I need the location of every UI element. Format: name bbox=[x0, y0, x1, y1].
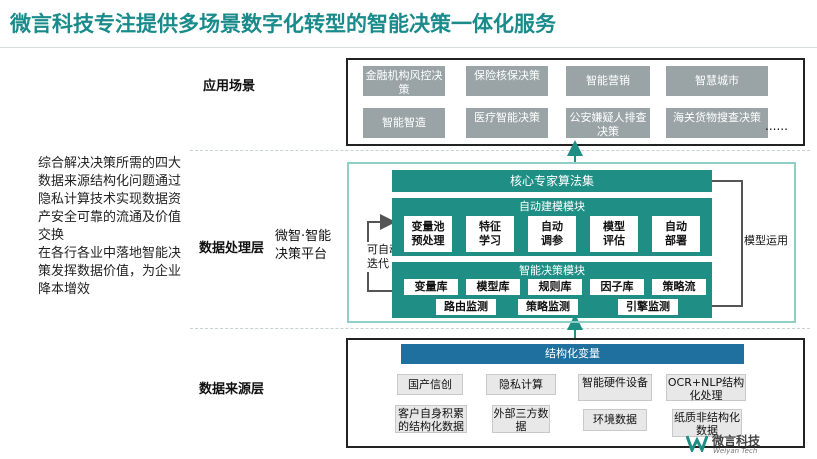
summary-paragraph-2: 在各行各业中落地智能决策发挥数据价值，为企业降本增效 bbox=[38, 246, 182, 297]
source-data-3: 环境数据 bbox=[583, 409, 647, 431]
app-tile-3: 智能营销 bbox=[566, 66, 650, 96]
app-tile-4: 智慧城市 bbox=[666, 66, 768, 96]
processing-frame bbox=[347, 162, 796, 323]
layer-divider-1 bbox=[190, 150, 810, 151]
structured-variable-bar: 结构化变量 bbox=[401, 344, 744, 364]
source-tech-1: 国产信创 bbox=[397, 374, 463, 395]
title-divider bbox=[0, 47, 817, 48]
page-title: 微言科技专注提供多场景数字化转型的智能决策一体化服务 bbox=[10, 12, 556, 36]
app-tile-1: 金融机构风控决策 bbox=[363, 66, 445, 96]
auto-step-3: 自动调参 bbox=[528, 216, 576, 252]
app-more-ellipsis: ...... bbox=[765, 119, 788, 133]
source-data-1: 客户自身积累的结构化数据 bbox=[395, 405, 467, 433]
iterate-label: 可自动迭代 bbox=[366, 242, 401, 272]
platform-name: 微智·智能决策平台 bbox=[275, 229, 332, 262]
app-tile-2: 保险核保决策 bbox=[466, 66, 548, 96]
expert-algorithm-bar: 核心专家算法集 bbox=[392, 170, 712, 192]
monitor-chip-2: 策略监测 bbox=[518, 299, 578, 315]
decision-chip-4: 因子库 bbox=[590, 279, 644, 295]
summary-text: 综合解决决策所需的四大数据来源结构化问题通过隐私计算技术实现数据资产安全可靠的流… bbox=[38, 155, 188, 299]
model-use-label: 模型运用 bbox=[744, 234, 788, 247]
auto-model-title: 自动建模模块 bbox=[519, 200, 585, 213]
source-tech-3: 智能硬件设备 bbox=[578, 374, 652, 401]
source-tech-4: OCR+NLP结构化处理 bbox=[666, 374, 746, 402]
logo-subtitle: Weiyan Tech bbox=[713, 447, 758, 455]
layer-divider-2 bbox=[190, 328, 810, 329]
weiyan-logo-icon bbox=[686, 435, 708, 452]
auto-step-5: 自动部署 bbox=[652, 216, 700, 252]
layer-label-application: 应用场景 bbox=[203, 79, 256, 94]
company-logo: 微言科技 Weiyan Tech bbox=[686, 432, 806, 456]
layer-label-source: 数据来源层 bbox=[199, 382, 265, 397]
app-tile-8: 海关货物搜查决策 bbox=[666, 108, 768, 138]
decision-chip-5: 策略流 bbox=[652, 279, 706, 295]
decision-title: 智能决策模块 bbox=[519, 264, 585, 277]
monitor-chip-1: 路由监测 bbox=[436, 299, 496, 315]
layer-label-processing: 数据处理层 bbox=[199, 241, 265, 256]
source-tech-2: 隐私计算 bbox=[486, 374, 556, 395]
source-data-4: 纸质非结构化数据 bbox=[672, 409, 742, 437]
decision-chip-2: 模型库 bbox=[466, 279, 520, 295]
auto-step-1: 变量池预处理 bbox=[404, 216, 452, 252]
logo-name: 微言科技 bbox=[712, 434, 761, 448]
app-tile-6: 医疗智能决策 bbox=[466, 108, 548, 138]
summary-paragraph-1: 综合解决决策所需的四大数据来源结构化问题通过隐私计算技术实现数据资产安全可靠的流… bbox=[38, 156, 182, 243]
monitor-chip-3: 引擎监测 bbox=[618, 299, 678, 315]
app-tile-5: 智能智造 bbox=[363, 108, 445, 138]
auto-step-4: 模型评估 bbox=[590, 216, 638, 252]
source-data-2: 外部三方数据 bbox=[492, 405, 550, 433]
app-tile-7: 公安嫌疑人排查决策 bbox=[566, 108, 650, 138]
decision-chip-3: 规则库 bbox=[528, 279, 582, 295]
decision-chip-1: 变量库 bbox=[404, 279, 458, 295]
auto-step-2: 特征学习 bbox=[466, 216, 514, 252]
